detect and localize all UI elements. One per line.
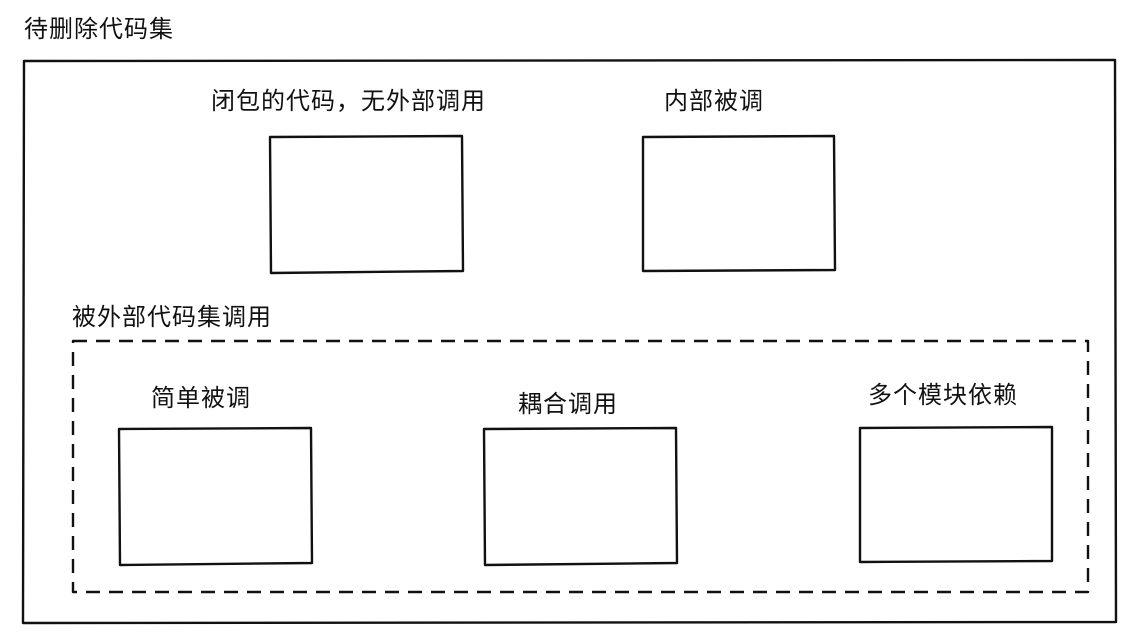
group-label: 被外部代码集调用 [72,303,272,331]
diagram-title: 待删除代码集 [24,15,174,43]
label-coupled-call: 耦合调用 [518,390,618,418]
outer-container [21,58,1118,625]
box-closure-code [268,134,465,275]
label-closure-code: 闭包的代码，无外部调用 [211,87,486,115]
box-simple-called [117,426,314,567]
label-simple-called: 简单被调 [151,384,251,412]
label-multi-module-dependency: 多个模块依赖 [868,381,1018,409]
box-internal-called [641,134,837,273]
label-internal-called: 内部被调 [664,87,764,115]
group-dashed-box [71,339,1090,594]
box-multi-module-dependency [858,425,1054,564]
box-coupled-call [482,426,679,567]
